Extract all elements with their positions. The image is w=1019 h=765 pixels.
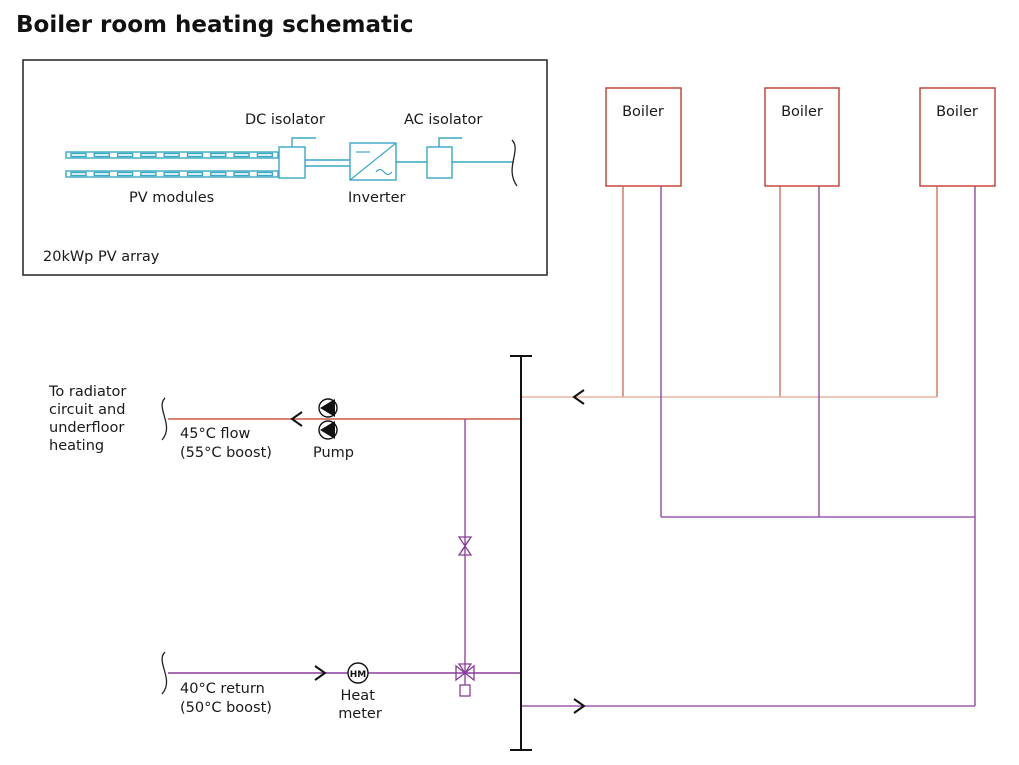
boiler-label: Boiler (622, 104, 664, 120)
grid-break-mark (511, 139, 518, 187)
inverter-diagonal (349, 142, 397, 181)
pv-module-cell (116, 152, 134, 158)
return-direction-arrow (573, 698, 586, 714)
return-direction-arrow (314, 665, 327, 681)
pv-module-cell (116, 171, 134, 177)
ac-isolator-box (426, 146, 453, 179)
dc-isolator-label: DC isolator (245, 112, 325, 128)
return-pipework (168, 186, 976, 714)
pv-array-label: 20kWp PV array (43, 249, 160, 265)
heat-meter: HM (347, 662, 369, 684)
header-manifold (510, 355, 532, 751)
inverter-label: Inverter (348, 190, 406, 206)
pv-string-bottom-frame (65, 170, 279, 178)
pv-module-cell (186, 171, 204, 177)
ac-isolator-label: AC isolator (404, 112, 482, 128)
pv-module-cell (186, 152, 204, 158)
radiator-circuit-label: To radiator circuit and underfloor heati… (48, 384, 131, 454)
heat-meter-label: Heat meter (338, 688, 382, 722)
three-way-valve-left (455, 664, 467, 682)
bypass-valve (457, 536, 473, 556)
pump-label: Pump (313, 445, 354, 461)
pump-triangle-top (320, 399, 335, 417)
ac-isolator-handle (438, 137, 462, 147)
boiler-box (919, 87, 996, 187)
pv-module-cell (140, 152, 157, 158)
page-title: Boiler room heating schematic (16, 12, 413, 38)
pv-module-cell (70, 152, 87, 158)
pv-modules-label: PV modules (129, 190, 214, 206)
heat-meter-circle (347, 662, 369, 684)
pv-module-cell (93, 171, 111, 177)
pv-modules (65, 151, 279, 178)
boiler-1: Boiler (605, 87, 682, 187)
pv-module-cell (256, 171, 274, 177)
pv-module-cell (256, 152, 274, 158)
bypass-valve-mark (461, 540, 469, 552)
pv-module-cell (210, 152, 227, 158)
pv-array-panel: DC isolator AC isolator PV modules Inver… (22, 59, 548, 276)
pv-module-cell (233, 152, 250, 158)
boiler-box (605, 87, 682, 187)
inverter-ac-mark (375, 168, 393, 176)
pv-module-cell (140, 171, 157, 177)
heat-meter-symbol: HM (350, 670, 367, 680)
pv-string-top-frame (65, 151, 279, 159)
return-temperature-label: 40°C return (50°C boost) (180, 681, 272, 716)
pv-module-cell (70, 171, 87, 177)
flow-break-mark (161, 397, 168, 441)
three-way-valve (455, 663, 475, 697)
valve-actuator (459, 684, 471, 697)
pv-module-cell (210, 171, 227, 177)
pump-triangle-bottom (320, 421, 335, 439)
flow-direction-arrow (290, 411, 303, 427)
pump (318, 398, 338, 440)
pv-module-cell (163, 171, 180, 177)
return-break-mark (161, 651, 168, 695)
pv-module-cell (163, 152, 180, 158)
dc-isolator-box (278, 146, 306, 179)
three-way-valve-right (463, 664, 475, 682)
flow-pipework (168, 186, 938, 427)
flow-direction-arrow (572, 389, 585, 405)
pv-module-cell (93, 152, 111, 158)
dc-isolator-handle (291, 137, 316, 147)
boiler-label: Boiler (781, 104, 823, 120)
boiler-2: Boiler (764, 87, 840, 187)
boiler-box (764, 87, 840, 187)
flow-temperature-label: 45°C flow (55°C boost) (180, 426, 272, 461)
boiler-3: Boiler (919, 87, 996, 187)
boiler-label: Boiler (936, 104, 978, 120)
pv-module-cell (233, 171, 250, 177)
pv-panel-frame (22, 59, 548, 276)
three-way-valve-top (457, 663, 473, 675)
